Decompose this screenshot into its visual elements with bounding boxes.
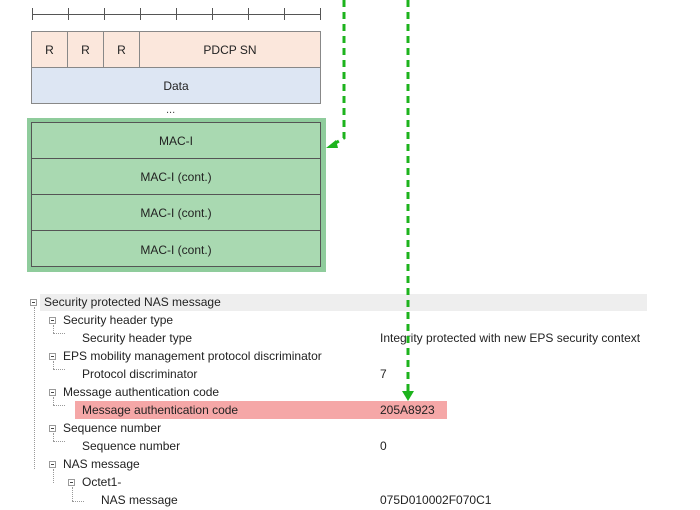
reserved-bit-cell: R xyxy=(104,32,140,67)
tree-field-protocol-discriminator[interactable]: Protocol discriminator xyxy=(82,367,198,381)
tree-connector xyxy=(72,487,73,501)
pdcp-header-row: R R R PDCP SN xyxy=(32,32,320,68)
tree-field-security-header-type[interactable]: Security header type xyxy=(82,331,193,345)
mac-i-table: MAC-I MAC-I (cont.) MAC-I (cont.) MAC-I … xyxy=(31,122,321,267)
collapse-toggle-icon[interactable] xyxy=(68,479,75,486)
collapse-toggle-icon[interactable] xyxy=(49,389,56,396)
bit-ruler xyxy=(32,8,321,20)
tree-connector xyxy=(53,333,65,334)
nas-decode-tree: Security protected NAS message Security … xyxy=(0,292,700,510)
tree-node-root[interactable]: Security protected NAS message xyxy=(44,295,221,309)
tree-node-octet1[interactable]: Octet1- xyxy=(82,475,122,489)
tree-connector xyxy=(53,397,54,405)
mac-i-cont-row: MAC-I (cont.) xyxy=(140,242,212,257)
tree-connector xyxy=(34,307,35,469)
pdcp-sn-cell: PDCP SN xyxy=(140,32,320,67)
field-value-security-header-type: Integrity protected with new EPS securit… xyxy=(380,331,641,345)
ruler-tick xyxy=(68,8,69,20)
collapse-toggle-icon[interactable] xyxy=(49,425,56,432)
field-value-message-authentication-code: 205A8923 xyxy=(380,403,435,417)
collapse-toggle-icon[interactable] xyxy=(30,299,37,306)
tree-node-sequence-number[interactable]: Sequence number xyxy=(63,421,162,435)
tree-connector xyxy=(53,469,54,483)
tree-node-protocol-discriminator[interactable]: EPS mobility management protocol discrim… xyxy=(63,349,322,363)
mac-i-cont-row: MAC-I (cont.) xyxy=(32,195,320,231)
mac-row-highlight xyxy=(75,401,447,419)
tree-connector xyxy=(53,441,65,442)
ruler-tick xyxy=(176,8,177,20)
tree-connector xyxy=(53,433,54,441)
mac-i-pointer-arrow xyxy=(333,0,346,146)
collapse-toggle-icon[interactable] xyxy=(49,353,56,360)
field-value-sequence-number: 0 xyxy=(380,439,387,453)
ellipsis-label: ... xyxy=(166,104,176,116)
tree-field-nas-message[interactable]: NAS message xyxy=(101,493,178,507)
field-value-nas-message: 075D010002F070C1 xyxy=(380,493,492,507)
tree-connector xyxy=(53,369,65,370)
reserved-bit-cell: R xyxy=(32,32,68,67)
mac-i-block: MAC-I MAC-I (cont.) MAC-I (cont.) MAC-I … xyxy=(27,118,326,272)
tree-connector xyxy=(53,361,54,369)
mac-i-arrowhead-icon xyxy=(326,140,338,148)
tree-field-sequence-number[interactable]: Sequence number xyxy=(82,439,181,453)
root-row-highlight xyxy=(40,294,647,311)
collapse-toggle-icon[interactable] xyxy=(49,317,56,324)
ruler-tick xyxy=(320,8,321,20)
ruler-tick xyxy=(104,8,105,20)
ruler-tick xyxy=(284,8,285,20)
reserved-bit-cell: R xyxy=(68,32,104,67)
ruler-tick xyxy=(212,8,213,20)
tree-connector xyxy=(72,501,84,502)
field-value-protocol-discriminator: 7 xyxy=(380,367,387,381)
tree-node-security-header-type[interactable]: Security header type xyxy=(63,313,174,327)
mac-value-arrowhead-icon xyxy=(402,391,414,401)
tree-connector xyxy=(53,325,54,333)
ruler-tick xyxy=(32,8,33,20)
collapse-toggle-icon[interactable] xyxy=(49,461,56,468)
tree-node-message-authentication-code[interactable]: Message authentication code xyxy=(63,385,220,399)
ruler-tick xyxy=(140,8,141,20)
mac-i-cont-row: MAC-I (cont.) xyxy=(32,159,320,195)
tree-field-message-authentication-code[interactable]: Message authentication code xyxy=(82,403,239,417)
data-cell: Data xyxy=(32,68,320,103)
ruler-tick xyxy=(248,8,249,20)
tree-connector xyxy=(53,405,65,406)
tree-node-nas-message[interactable]: NAS message xyxy=(63,457,140,471)
mac-i-row: MAC-I xyxy=(32,123,320,159)
pdcp-pdu-diagram: R R R PDCP SN Data xyxy=(31,31,321,104)
